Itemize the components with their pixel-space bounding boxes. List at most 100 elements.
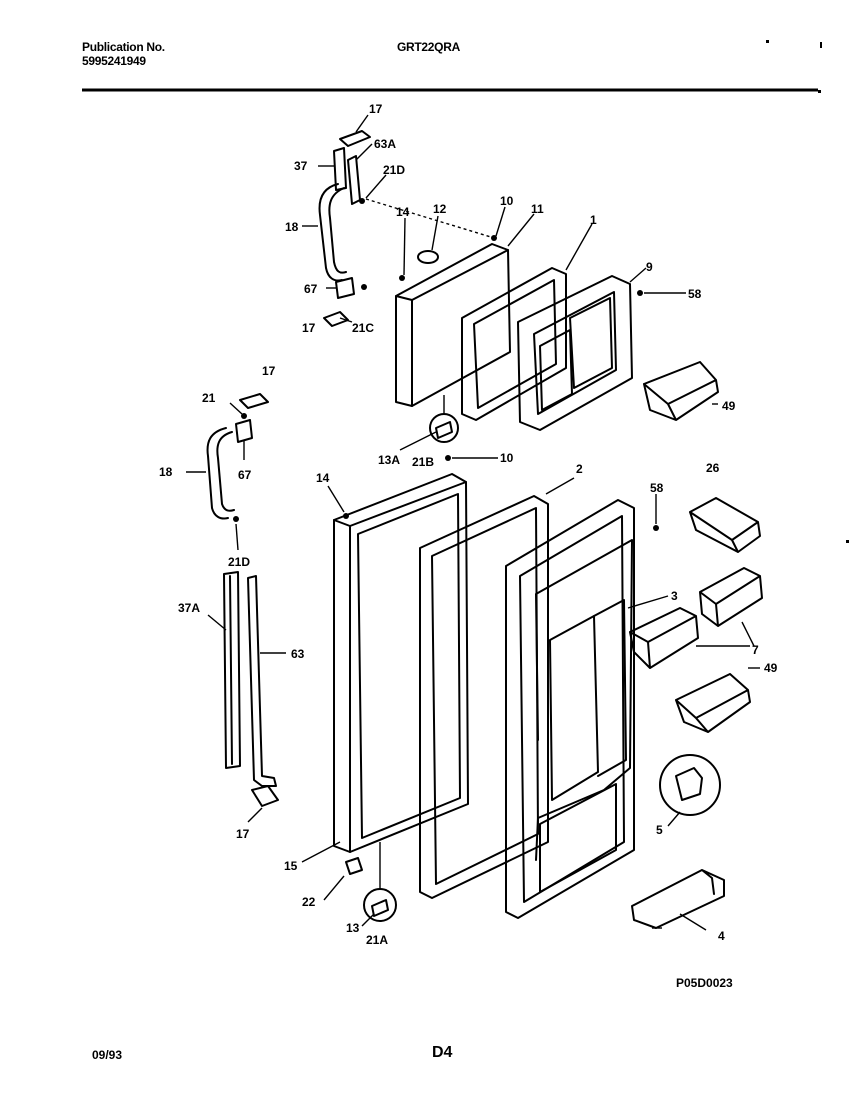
figure-code: P05D0023 — [676, 976, 733, 990]
leader — [247, 807, 263, 823]
hinge-13a — [435, 421, 453, 439]
screw-14-mid — [343, 513, 349, 519]
trim-37a-inner — [229, 575, 233, 765]
callout-21a: 21A — [366, 933, 388, 947]
leader — [399, 431, 437, 451]
callout-17: 17 — [262, 364, 276, 378]
leader — [355, 114, 369, 133]
leader — [431, 215, 439, 251]
callout-5: 5 — [656, 823, 663, 837]
callout-12: 12 — [433, 202, 447, 216]
upper-gasket — [461, 267, 567, 421]
screw-21c — [361, 284, 367, 290]
leader — [301, 841, 341, 863]
part-5 — [675, 767, 703, 801]
callout-21c: 21C — [352, 321, 374, 335]
leader — [741, 621, 755, 647]
screw-14-top — [399, 275, 405, 281]
callout-3: 3 — [671, 589, 678, 603]
hinge-67-left — [235, 419, 253, 443]
leader — [229, 402, 243, 415]
callout-18: 18 — [159, 465, 173, 479]
hinge-17-left — [239, 393, 269, 409]
hinge-13-circle — [363, 888, 397, 922]
lower-gasket — [419, 495, 549, 899]
callout-63a: 63A — [374, 137, 396, 151]
callout-17: 17 — [236, 827, 250, 841]
upper-liner-shelf — [569, 297, 613, 389]
screw-21d-mid — [233, 516, 239, 522]
callout-10: 10 — [500, 451, 514, 465]
hinge-13 — [371, 899, 389, 917]
callout-21: 21 — [202, 391, 216, 405]
callout-17: 17 — [302, 321, 316, 335]
hinge-13a-circle — [429, 413, 459, 443]
leader — [627, 595, 669, 609]
callout-15: 15 — [284, 859, 298, 873]
plug-12 — [417, 250, 439, 264]
lower-liner-inner — [519, 515, 625, 903]
callout-13: 13 — [346, 921, 360, 935]
corner-mark — [846, 540, 849, 543]
leader — [403, 217, 406, 276]
corner-mark — [766, 40, 769, 43]
callout-18: 18 — [285, 220, 299, 234]
screw-58-top — [637, 290, 643, 296]
callout-17: 17 — [369, 102, 383, 116]
callout-37: 37 — [294, 159, 308, 173]
leader — [361, 913, 375, 927]
lower-liner-bottom — [539, 783, 617, 893]
callout-14: 14 — [316, 471, 330, 485]
bin-26 — [689, 497, 761, 553]
lower-liner-frame — [535, 539, 633, 861]
callout-67: 67 — [304, 282, 318, 296]
handle-bracket-63a — [347, 155, 361, 205]
callout-9: 9 — [646, 260, 653, 274]
corner-mark — [820, 42, 822, 48]
bracket-4 — [631, 869, 725, 929]
callout-21d: 21D — [228, 555, 250, 569]
leader — [507, 213, 535, 247]
leader — [667, 811, 681, 827]
leader — [355, 143, 373, 161]
lower-liner — [505, 499, 635, 919]
upper-door-front-edge — [395, 249, 509, 407]
bin-49-top — [643, 361, 719, 421]
callout-63: 63 — [291, 647, 305, 661]
publication-label: Publication No. — [82, 40, 165, 54]
screw-58-mid — [653, 525, 659, 531]
callout-21b: 21B — [412, 455, 434, 469]
bushing-22 — [345, 857, 363, 875]
screw-21b — [445, 455, 451, 461]
callout-58: 58 — [650, 481, 664, 495]
lower-door-outer — [333, 473, 469, 853]
callout-67: 67 — [238, 468, 252, 482]
leader — [327, 485, 345, 513]
callout-21d: 21D — [383, 163, 405, 177]
bin-49-mid — [675, 673, 751, 733]
lower-door-edge — [333, 481, 467, 853]
leader — [365, 174, 387, 199]
leader — [207, 614, 227, 631]
upper-liner-inner — [533, 291, 617, 415]
footer-date: 09/93 — [92, 1048, 123, 1062]
callout-4: 4 — [718, 929, 725, 943]
leader — [365, 198, 495, 239]
callout-37a: 37A — [178, 601, 200, 615]
publication-number: 5995241949 — [82, 54, 146, 68]
handle-trim-37 — [333, 147, 347, 191]
leader — [629, 267, 647, 283]
lower-liner-rail-b — [593, 599, 627, 777]
upper-liner-shelf-b — [539, 329, 573, 411]
lower-liner-rail — [549, 615, 599, 801]
hinge-17-bottom — [251, 785, 279, 807]
hinge-67-top — [335, 277, 355, 299]
leader — [235, 523, 239, 551]
callout-58: 58 — [688, 287, 702, 301]
callout-7: 7 — [752, 643, 759, 657]
screw-21d-top — [359, 198, 365, 204]
callout-10: 10 — [500, 194, 514, 208]
callout-22: 22 — [302, 895, 316, 909]
trim-37a — [223, 571, 241, 769]
callout-11: 11 — [531, 202, 544, 216]
